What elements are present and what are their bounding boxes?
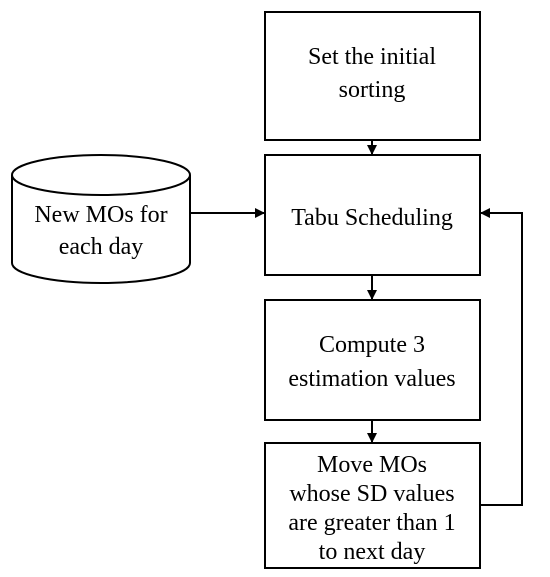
initial-sorting-line-2: sorting <box>339 77 406 103</box>
initial-sorting-box: Set the initial sorting <box>264 11 481 141</box>
new-mos-database: New MOs for each day <box>11 154 191 284</box>
move-mos-line-4: to next day <box>319 539 426 565</box>
tabu-scheduling-box: Tabu Scheduling <box>264 154 481 276</box>
move-mos-line-3: are greater than 1 <box>288 510 455 536</box>
compute-estimation-box: Compute 3 estimation values <box>264 299 481 421</box>
initial-sorting-line-1: Set the initial <box>308 44 436 70</box>
arrow-feedback-move-to-tabu <box>480 208 523 506</box>
move-mos-line-2: whose SD values <box>289 481 454 507</box>
new-mos-line-2: each day <box>59 234 144 260</box>
move-mos-box: Move MOs whose SD values are greater tha… <box>264 442 481 569</box>
tabu-scheduling-label: Tabu Scheduling <box>291 205 453 231</box>
compute-estimation-line-1: Compute 3 <box>319 332 425 358</box>
compute-estimation-line-2: estimation values <box>288 366 455 392</box>
new-mos-line-1: New MOs for <box>34 202 167 228</box>
move-mos-line-1: Move MOs <box>317 452 427 478</box>
